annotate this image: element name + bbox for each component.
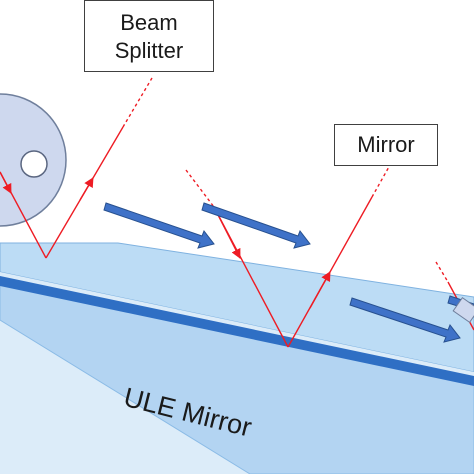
beam-splitter-disk <box>0 93 67 227</box>
mirror-label: Mirror <box>334 124 438 166</box>
beam-splitter-label-line1: Beam <box>120 10 178 35</box>
mirror-plate <box>452 297 474 323</box>
beam-arrow-1b <box>79 177 94 201</box>
beam-arrow-1a <box>0 171 12 194</box>
substrate-top-face <box>0 242 474 373</box>
mirror-label-text: Mirror <box>357 132 415 157</box>
beam-splitter-label: Beam Splitter <box>84 0 214 72</box>
beam-reflect-2-dashed <box>371 164 391 198</box>
beam-reflect-1-dashed <box>122 77 153 128</box>
beam-incident-2-dashed <box>185 169 215 208</box>
beam-incident-3-dashed <box>435 261 449 283</box>
direction-arrow-1 <box>103 202 215 249</box>
beam-splitter-label-line2: Splitter <box>114 38 184 63</box>
direction-arrow-2 <box>201 202 311 249</box>
direction-arrow-3 <box>349 297 461 343</box>
mirror-element <box>452 297 474 323</box>
disk-hole <box>20 150 48 178</box>
propagation-arrows <box>103 202 474 343</box>
ule-mirror-substrate <box>0 242 474 474</box>
beam-arrow-2b <box>309 271 331 309</box>
substrate-blue-edge <box>0 276 474 386</box>
